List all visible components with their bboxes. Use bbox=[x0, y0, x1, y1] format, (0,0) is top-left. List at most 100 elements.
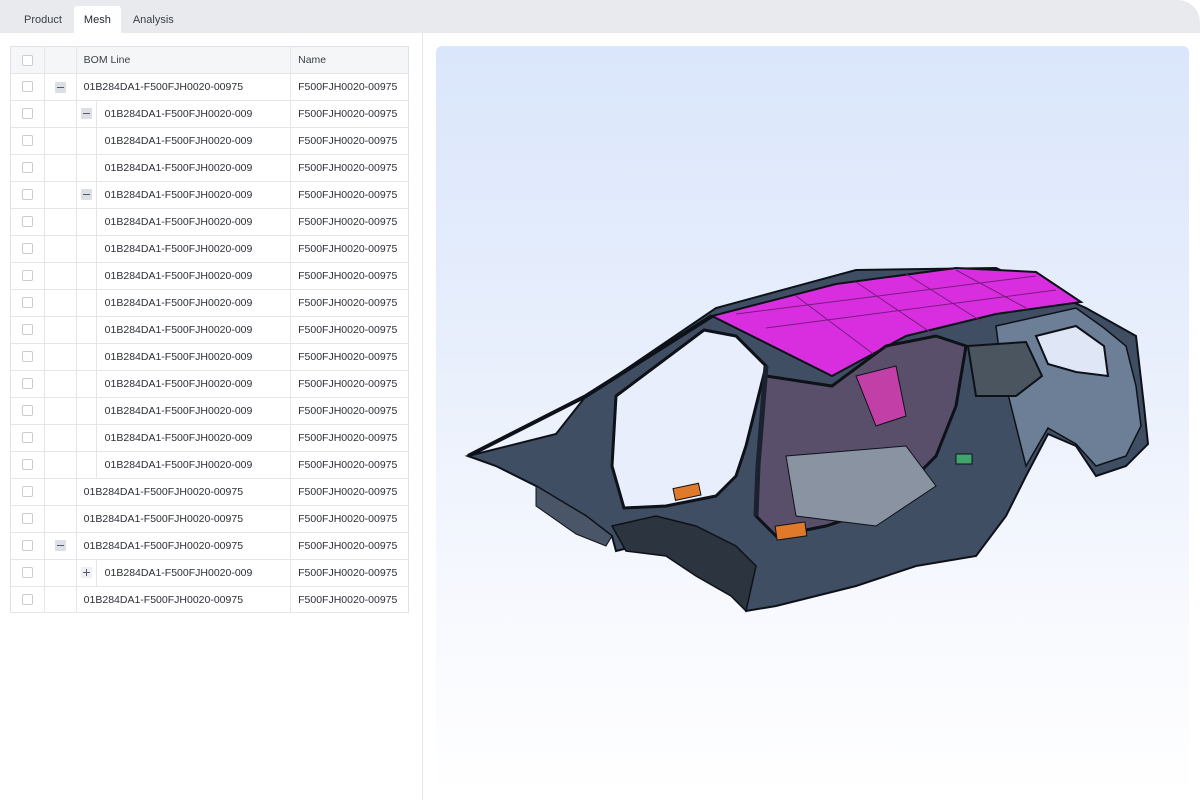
row-expand-cell bbox=[44, 181, 77, 209]
bom-line-cell: 01B284DA1-F500FJH0020-009 bbox=[76, 559, 292, 587]
row-checkbox[interactable] bbox=[22, 81, 33, 93]
bom-line-content: 01B284DA1-F500FJH0020-00975 bbox=[84, 587, 290, 613]
row-checkbox[interactable] bbox=[22, 405, 33, 417]
tab-analysis[interactable]: Analysis bbox=[132, 13, 174, 26]
row-checkbox[interactable] bbox=[22, 513, 33, 525]
bom-line-content: 01B284DA1-F500FJH0020-009 bbox=[77, 181, 290, 208]
row-checkbox[interactable] bbox=[22, 351, 33, 363]
row-checkbox[interactable] bbox=[22, 243, 33, 255]
expand-icon[interactable] bbox=[80, 567, 92, 579]
bom-line-text: 01B284DA1-F500FJH0020-00975 bbox=[83, 485, 244, 498]
row-checkbox[interactable] bbox=[22, 459, 33, 471]
bom-line-text: 01B284DA1-F500FJH0020-009 bbox=[104, 134, 253, 147]
table-row[interactable]: 01B284DA1-F500FJH0020-00975 F500FJH0020-0… bbox=[10, 505, 409, 533]
row-checkbox[interactable] bbox=[22, 324, 33, 336]
row-expand-cell bbox=[44, 127, 77, 155]
bom-line-cell: 01B284DA1-F500FJH0020-009 bbox=[76, 262, 292, 290]
front-rail-left bbox=[535, 485, 613, 547]
row-check-cell bbox=[10, 208, 45, 236]
name-cell: F500FJH0020-00975 bbox=[290, 181, 409, 209]
sub-toggle-slot bbox=[77, 127, 97, 154]
row-expand-cell bbox=[44, 505, 77, 533]
row-expand-cell bbox=[44, 370, 77, 398]
sub-toggle-slot bbox=[77, 424, 97, 451]
bom-line-text: 01B284DA1-F500FJH0020-009 bbox=[104, 161, 253, 174]
tab-product[interactable]: Product bbox=[24, 13, 62, 26]
row-checkbox[interactable] bbox=[22, 135, 33, 147]
collapse-icon[interactable] bbox=[80, 108, 92, 120]
name-cell: F500FJH0020-00975 bbox=[290, 505, 409, 533]
row-checkbox[interactable] bbox=[22, 108, 33, 120]
row-checkbox[interactable] bbox=[22, 432, 33, 444]
bom-line-header[interactable]: BOM Line bbox=[76, 46, 292, 74]
row-check-cell bbox=[10, 586, 45, 614]
mesh-3d-viewport[interactable] bbox=[436, 46, 1189, 800]
car-body-model[interactable] bbox=[436, 46, 1189, 800]
row-checkbox[interactable] bbox=[22, 162, 33, 174]
row-checkbox[interactable] bbox=[22, 594, 33, 605]
name-header[interactable]: Name bbox=[290, 46, 409, 74]
row-checkbox[interactable] bbox=[22, 297, 33, 309]
bom-line-cell: 01B284DA1-F500FJH0020-009 bbox=[76, 397, 292, 425]
row-checkbox[interactable] bbox=[22, 378, 33, 390]
roof-panel bbox=[709, 266, 1084, 378]
row-check-cell bbox=[10, 316, 45, 344]
row-expand-cell bbox=[44, 397, 77, 425]
row-check-cell bbox=[10, 424, 45, 452]
bom-line-text: 01B284DA1-F500FJH0020-009 bbox=[104, 242, 253, 255]
name-cell: F500FJH0020-00975 bbox=[290, 451, 409, 479]
collapse-icon[interactable] bbox=[54, 81, 66, 93]
row-checkbox[interactable] bbox=[22, 540, 33, 552]
row-check-cell bbox=[10, 505, 45, 533]
green-part bbox=[955, 453, 973, 465]
row-expand-cell bbox=[44, 235, 77, 263]
bom-line-text: 01B284DA1-F500FJH0020-00975 bbox=[83, 512, 244, 525]
row-check-cell bbox=[10, 73, 45, 101]
bom-line-cell: 01B284DA1-F500FJH0020-00975 bbox=[76, 586, 292, 614]
row-checkbox[interactable] bbox=[22, 270, 33, 282]
bom-line-cell: 01B284DA1-F500FJH0020-009 bbox=[76, 424, 292, 452]
row-checkbox[interactable] bbox=[22, 189, 33, 201]
row-check-cell bbox=[10, 154, 45, 182]
row-check-cell bbox=[10, 235, 45, 263]
name-cell: F500FJH0020-00975 bbox=[290, 262, 409, 290]
name-cell: F500FJH0020-00975 bbox=[290, 532, 409, 560]
bom-line-text: 01B284DA1-F500FJH0020-009 bbox=[104, 377, 253, 390]
bom-line-text: 01B284DA1-F500FJH0020-009 bbox=[104, 404, 253, 417]
tab-mesh[interactable]: Mesh bbox=[73, 6, 121, 33]
row-checkbox[interactable] bbox=[22, 216, 33, 228]
a-pillar bbox=[467, 314, 714, 458]
bom-line-text: 01B284DA1-F500FJH0020-009 bbox=[104, 296, 253, 309]
bom-tree-panel: BOM Line Name 01B284DA1-F500FJH0020-0097… bbox=[0, 33, 423, 800]
rear-quarter-window bbox=[966, 340, 1044, 397]
front-floor-rails bbox=[610, 515, 757, 613]
bom-line-cell: 01B284DA1-F500FJH0020-00975 bbox=[76, 505, 292, 533]
row-checkbox[interactable] bbox=[22, 486, 33, 498]
select-all-checkbox[interactable] bbox=[22, 54, 33, 66]
bom-line-content: 01B284DA1-F500FJH0020-009 bbox=[77, 100, 290, 127]
collapse-icon[interactable] bbox=[80, 189, 92, 201]
row-checkbox[interactable] bbox=[22, 567, 33, 579]
collapse-icon[interactable] bbox=[54, 540, 66, 552]
bom-line-text: 01B284DA1-F500FJH0020-009 bbox=[104, 215, 253, 228]
row-expand-cell bbox=[44, 316, 77, 344]
